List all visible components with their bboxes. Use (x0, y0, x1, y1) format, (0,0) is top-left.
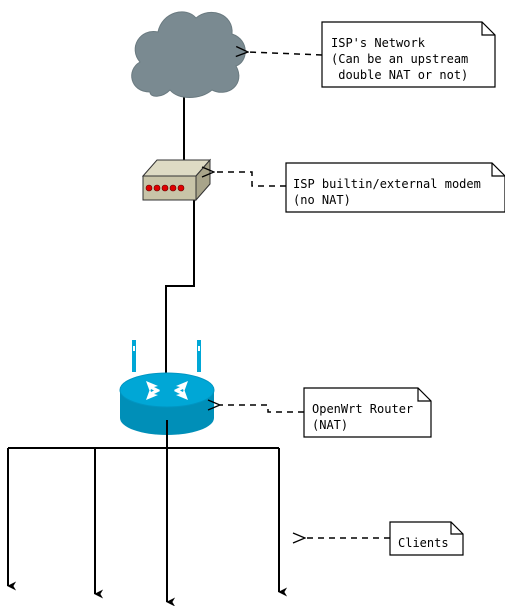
note-modem: ISP builtin/external modem (no NAT) (285, 162, 505, 213)
modem-leds (145, 184, 185, 192)
isp-network-pointer (248, 52, 323, 55)
router-pointer (220, 405, 304, 413)
note-clients-line1: Clients (398, 536, 449, 550)
modem-router-link (165, 200, 195, 380)
note-isp-network-line1: ISP's Network (331, 36, 426, 50)
note-router-line2: (NAT) (312, 418, 348, 432)
note-isp-network-line2: (Can be an upstream (331, 52, 468, 66)
note-clients: Clients (389, 521, 464, 556)
modem-icon (141, 158, 212, 202)
cloud-icon (131, 11, 246, 98)
note-modem-line1: ISP builtin/external modem (293, 177, 481, 191)
pointer-arrows (214, 52, 390, 538)
modem-pointer (214, 172, 286, 187)
note-router: OpenWrt Router (NAT) (303, 387, 432, 438)
note-router-line1: OpenWrt Router (312, 402, 413, 416)
client-lines (7, 420, 288, 606)
note-isp-network-line3: double NAT or not) (331, 68, 468, 82)
router-icon (119, 340, 215, 435)
note-isp-network: ISP's Network (Can be an upstream double… (321, 21, 496, 88)
connection-lines (165, 92, 195, 380)
note-modem-line2: (no NAT) (293, 193, 351, 207)
